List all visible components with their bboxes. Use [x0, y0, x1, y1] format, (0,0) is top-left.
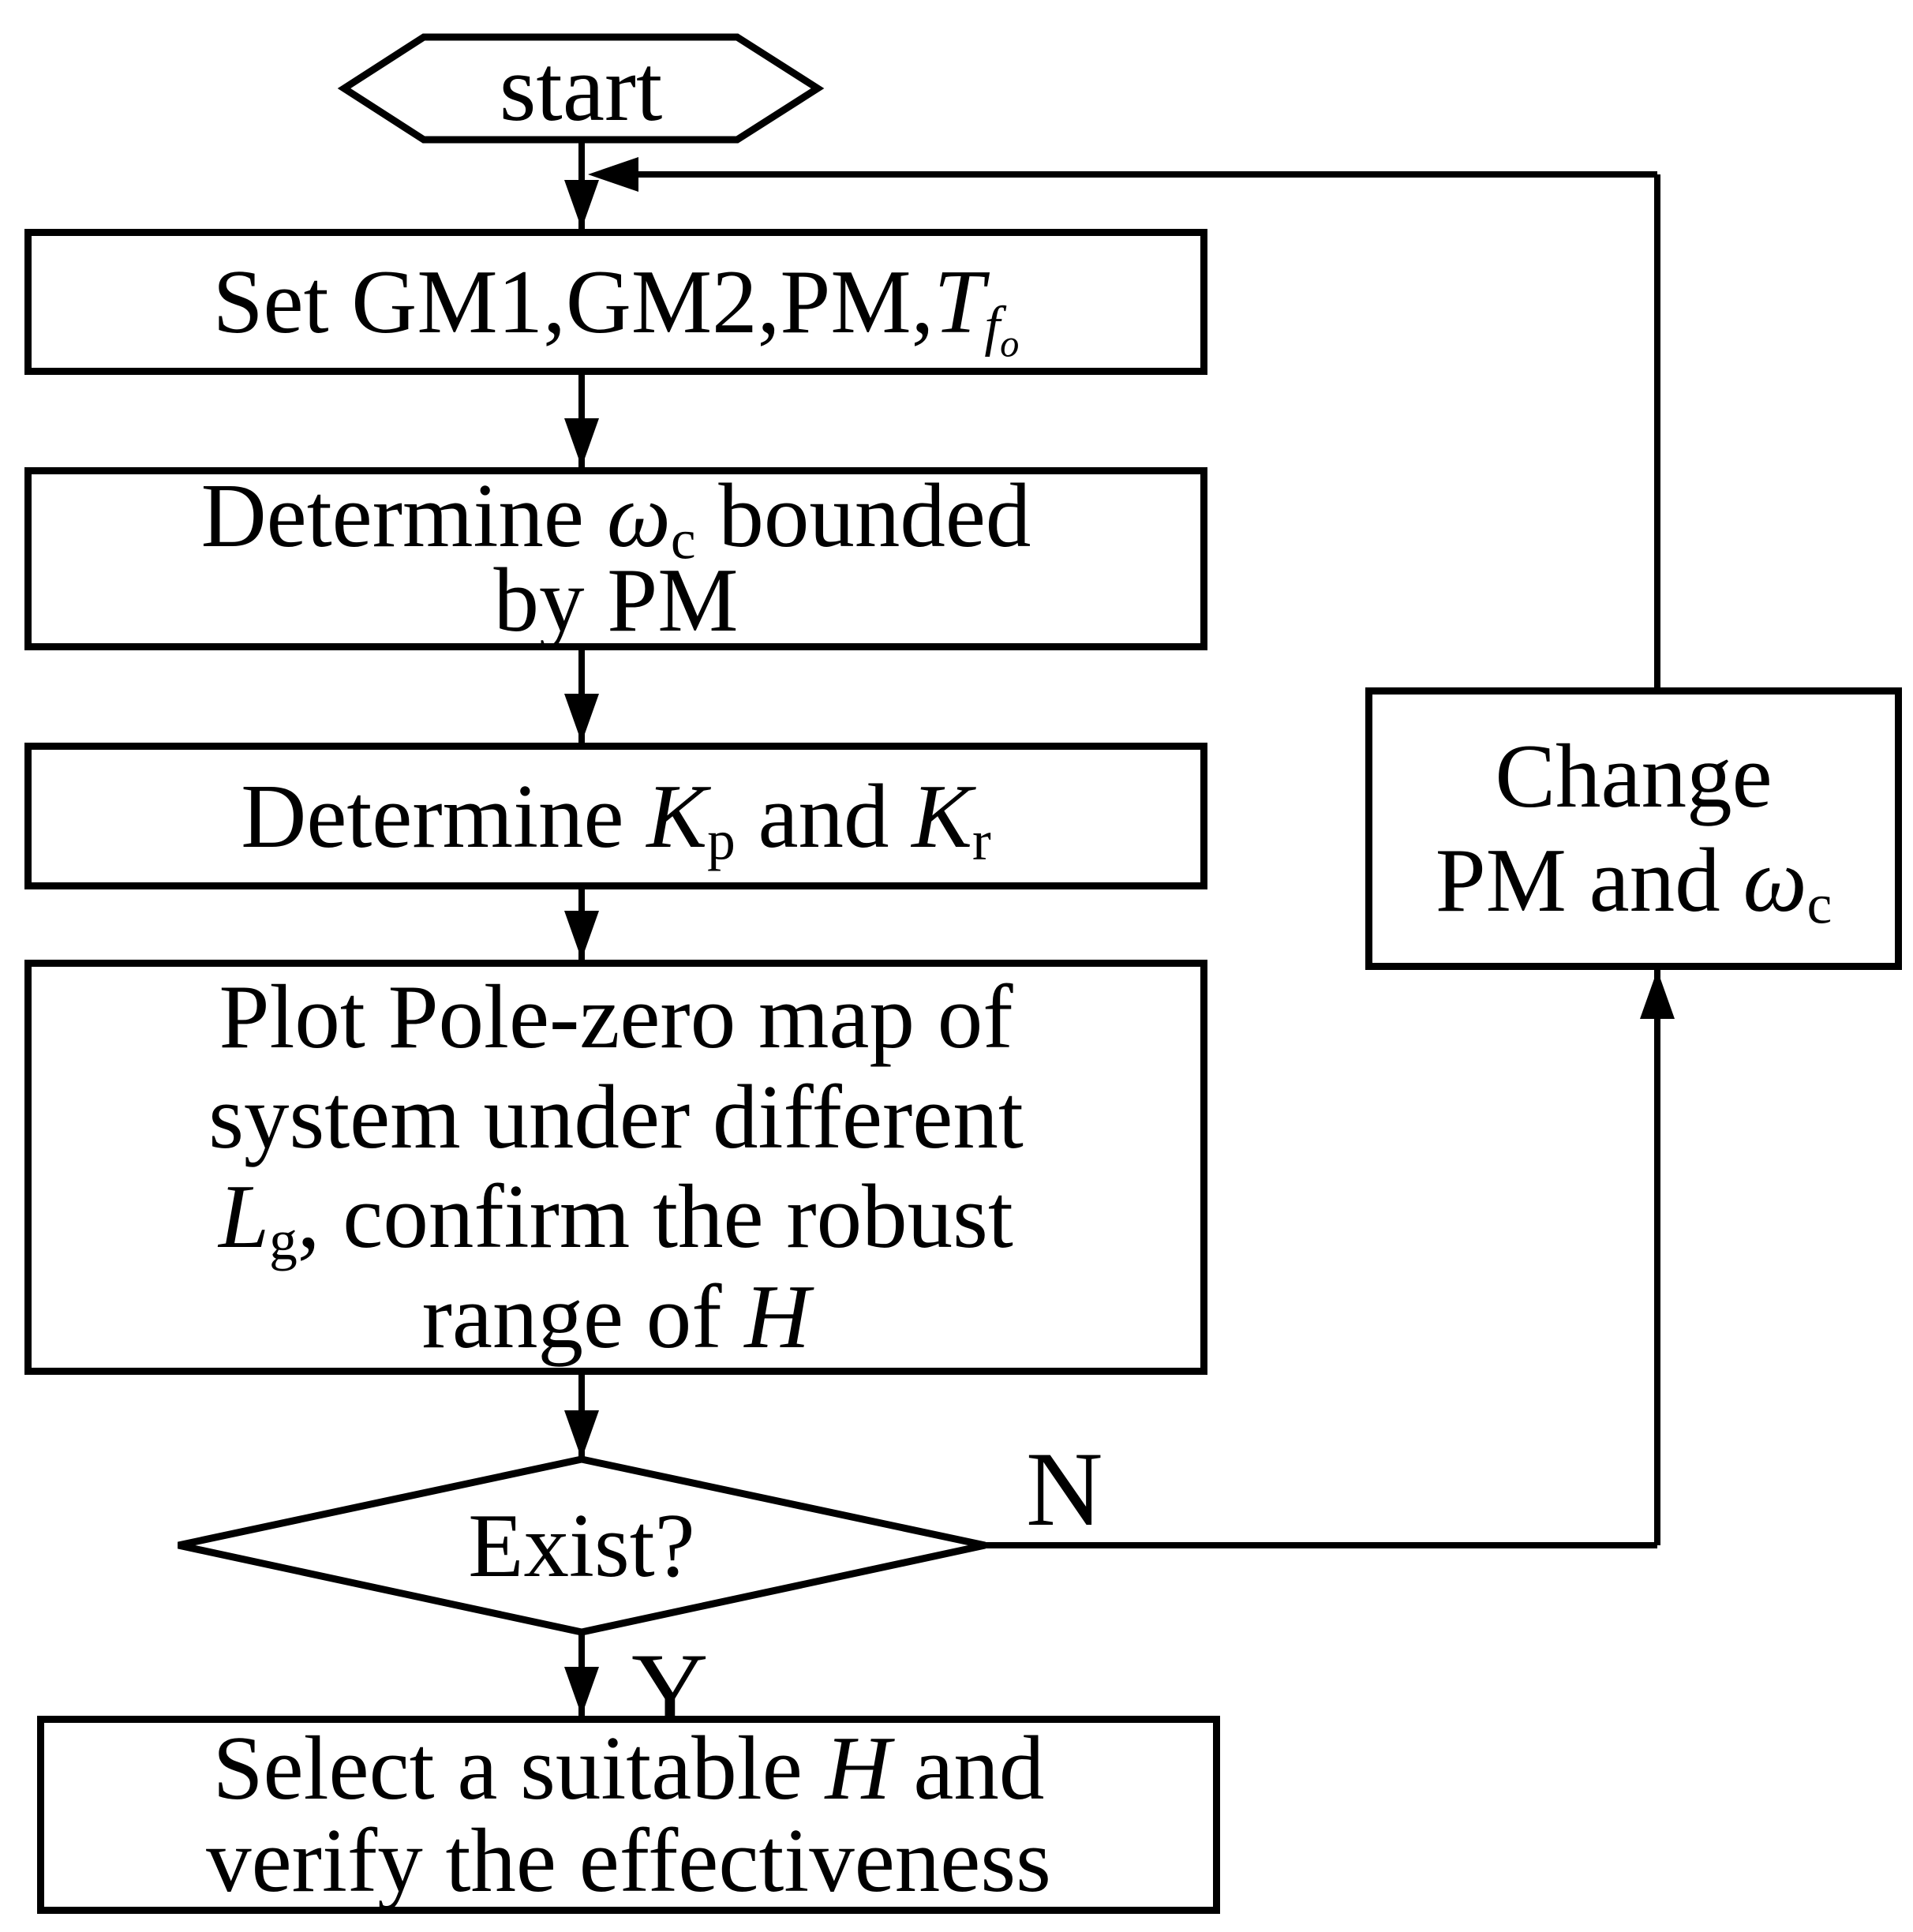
kp-sub: p: [707, 809, 736, 872]
branch-label-no: N: [1026, 1431, 1103, 1548]
arrowhead-into-select-box: [564, 1667, 599, 1716]
process-select-h: Select a suitable H and verify the effec…: [37, 1716, 1220, 1914]
arrowhead-into-k-box: [564, 694, 599, 743]
lg-sub: g: [269, 1209, 298, 1272]
process-set-parameters: Set GM1,GM2,PM,Tfo: [24, 229, 1207, 375]
determine-wc-line1: Determine ωc bounded: [200, 466, 1031, 571]
arrowhead-into-plot-box: [564, 911, 599, 960]
plot-line4: range of H: [421, 1266, 810, 1367]
arrowhead-into-set-box: [564, 180, 599, 229]
arrowhead-into-change-box: [1640, 970, 1675, 1019]
set-parameters-text: Set GM1,GM2,PM,Tfo: [213, 256, 1020, 363]
change-line1: Change: [1495, 725, 1773, 826]
set-subsub-o: o: [1000, 323, 1020, 365]
change-line2: PM and ωc: [1435, 830, 1833, 936]
decision-label: Exist?: [468, 1496, 695, 1596]
omega-var: ω: [1743, 830, 1807, 930]
kp-var: K: [646, 766, 708, 867]
decision-exist: Exist?: [178, 1459, 985, 1633]
plot-line1: Plot Pole-zero map of: [219, 967, 1013, 1067]
kr-var: K: [912, 766, 972, 867]
process-change-pm: Change PM and ωc: [1365, 687, 1902, 970]
arrowhead-into-decision: [564, 1410, 599, 1459]
start-terminator: start: [344, 36, 818, 140]
process-plot-pole-zero: Plot Pole-zero map of system under diffe…: [24, 960, 1207, 1375]
start-terminator-shape: [337, 33, 825, 144]
omega-sub: c: [1806, 873, 1833, 936]
start-label: start: [499, 36, 663, 140]
arrowhead-into-wc-box: [564, 418, 599, 467]
kr-sub: r: [971, 809, 991, 872]
set-var-T: T: [934, 252, 985, 352]
arrowhead-feedback-left: [588, 157, 638, 192]
process-determine-k: Determine Kp and Kr: [24, 743, 1207, 889]
determine-wc-line2: by PM: [493, 550, 739, 650]
select-line1: Select a suitable H and: [212, 1718, 1045, 1819]
select-line2: verify the effectiveness: [206, 1810, 1051, 1911]
omega-var: ω: [606, 466, 671, 567]
h-var: H: [825, 1718, 891, 1819]
h-var: H: [744, 1266, 810, 1367]
set-sub-f: f: [984, 294, 1001, 358]
omega-sub: c: [670, 508, 696, 571]
process-determine-wc: Determine ωc bounded by PM: [24, 467, 1207, 650]
determine-k-text: Determine Kp and Kr: [241, 766, 991, 872]
set-text: Set GM1,GM2,PM,: [212, 252, 934, 352]
lg-var: L: [219, 1166, 270, 1267]
plot-line3: Lg, confirm the robust: [219, 1166, 1013, 1272]
plot-line2: system under different: [208, 1066, 1024, 1167]
